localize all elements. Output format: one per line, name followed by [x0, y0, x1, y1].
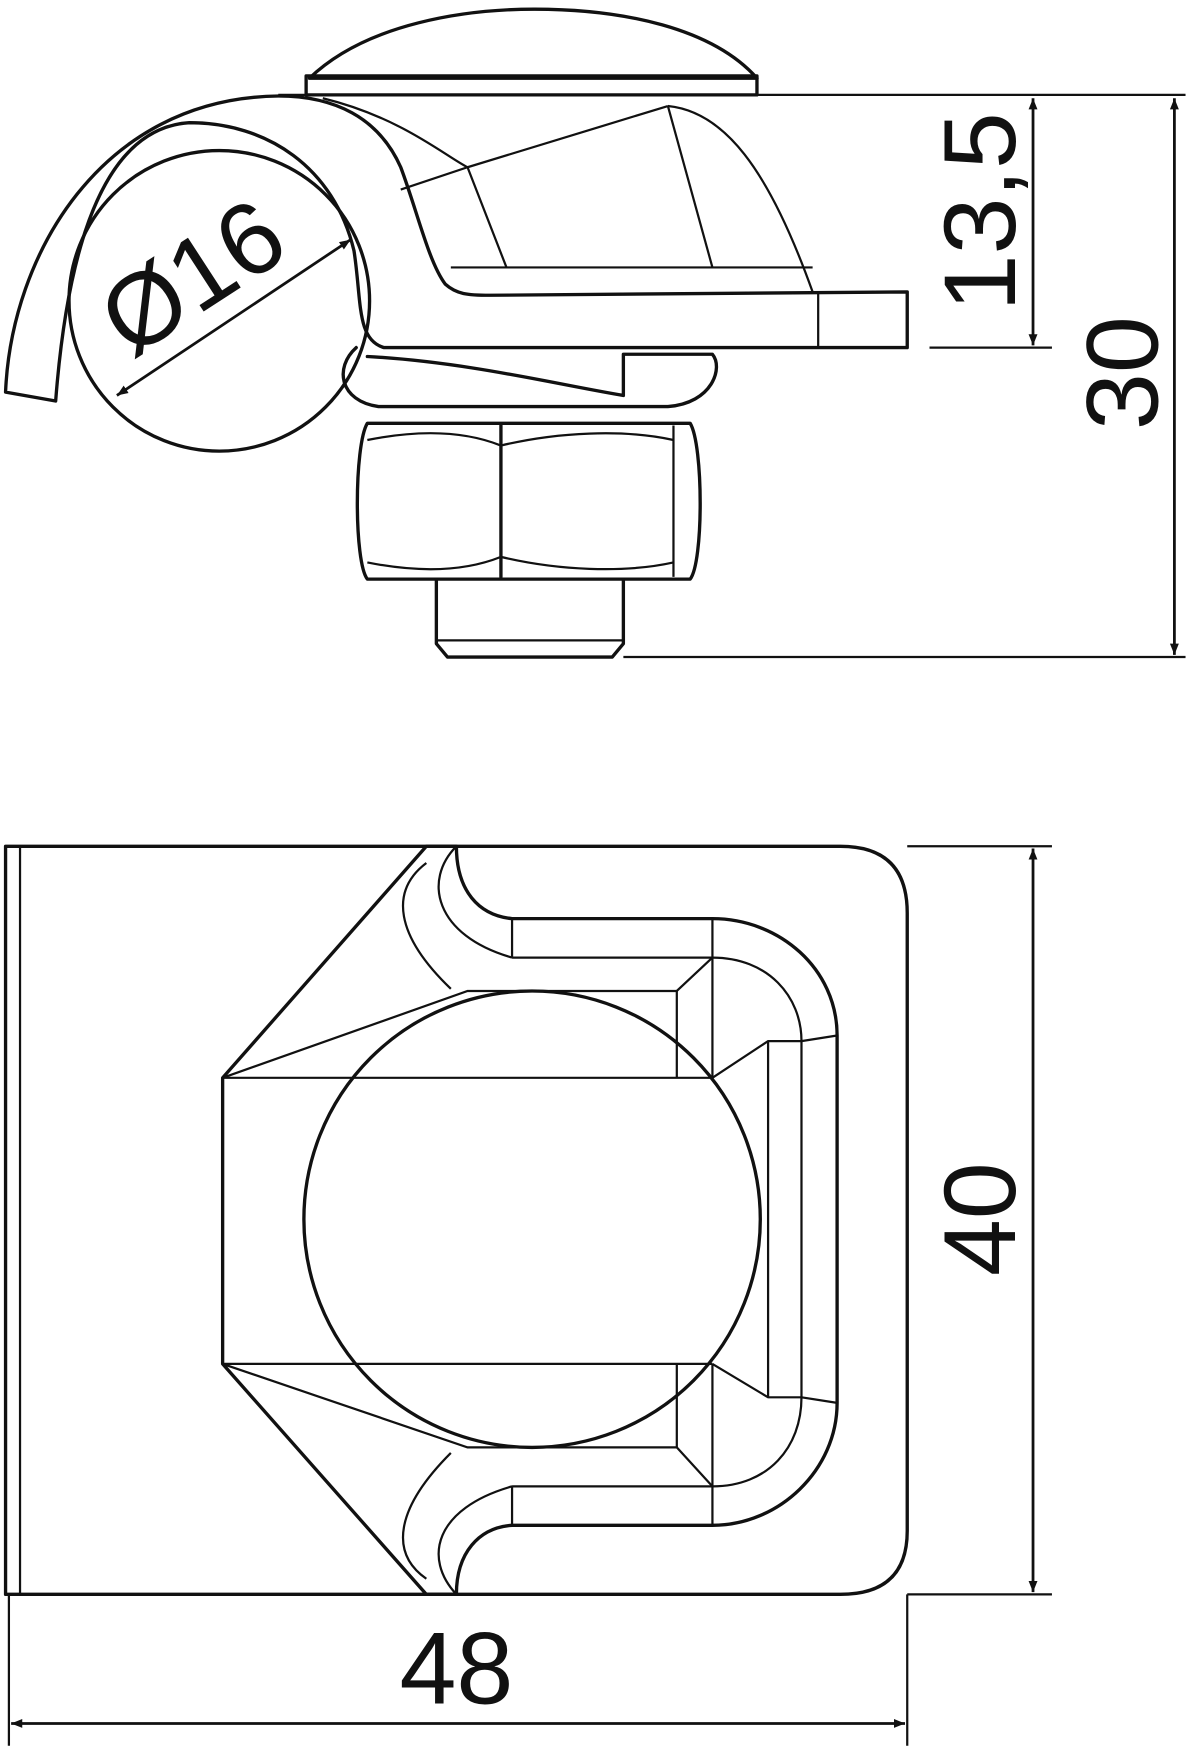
- base-plate: [3, 844, 909, 1597]
- bolt-end: [434, 577, 626, 659]
- washer: [341, 345, 719, 409]
- height-label-40: 40: [922, 1162, 1037, 1276]
- top-view: 40 48: [3, 844, 1052, 1746]
- conductor-circle: [67, 148, 372, 453]
- side-view: Ø16 13,5 30: [3, 7, 1186, 659]
- bolt-head-circle: [302, 989, 762, 1450]
- hex-nut: [355, 421, 702, 581]
- height-label-13-5: 13,5: [922, 112, 1037, 311]
- dome-cap: [304, 7, 759, 97]
- width-label-48: 48: [399, 1610, 513, 1725]
- diameter-label: Ø16: [80, 176, 305, 378]
- height-label-30: 30: [1065, 316, 1180, 430]
- hook-clamp-body: [3, 94, 909, 403]
- diameter-dimension-line: [116, 238, 352, 397]
- clamp-pocket: [220, 844, 839, 1597]
